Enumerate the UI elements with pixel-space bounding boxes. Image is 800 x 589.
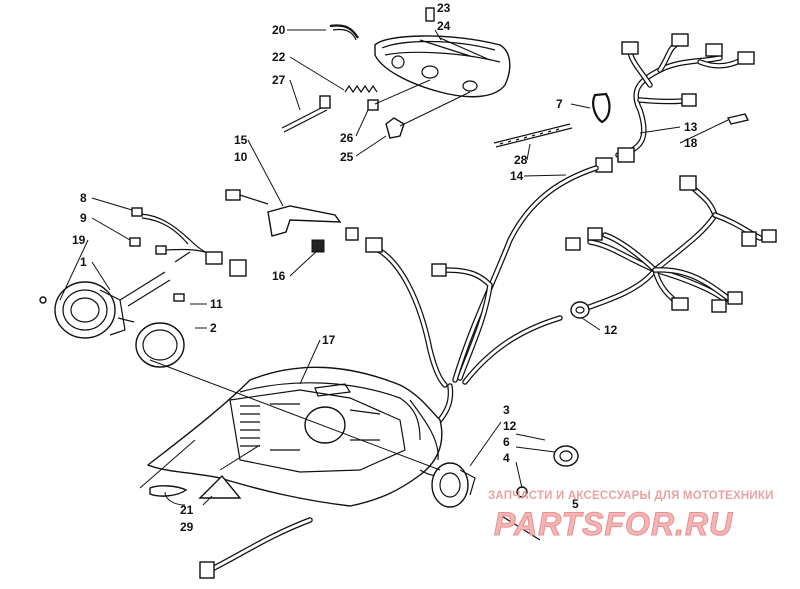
callout-7: 7 [556, 97, 563, 111]
bezel-2 [135, 322, 185, 368]
callout-15: 15 [234, 133, 248, 147]
callout-1: 1 [80, 255, 87, 269]
bracket-15 [225, 189, 359, 253]
part-27-head [319, 95, 331, 109]
part-5-shape [499, 514, 541, 541]
harness-14 [365, 165, 599, 423]
callout-25: 25 [340, 150, 354, 164]
callout-17: 17 [322, 333, 336, 347]
watermark: ЗАПЧАСТИ И АКСЕССУАРЫ ДЛЯ МОТОТЕХНИКИ PA… [488, 490, 800, 550]
part-7-clip [592, 92, 611, 124]
callout-9: 9 [80, 211, 87, 225]
decals [149, 474, 242, 499]
callout-16: 16 [272, 269, 286, 283]
part-23-shape [425, 7, 435, 22]
callout-12-right: 12 [604, 323, 618, 337]
watermark-logo: PARTSFOR.RU [493, 506, 734, 543]
callout-20: 20 [272, 23, 286, 37]
callout-11: 11 [210, 297, 223, 311]
ring-12 [553, 445, 579, 467]
callout-8: 8 [80, 191, 87, 205]
callout-24: 24 [437, 19, 451, 33]
harness-13 [595, 33, 755, 173]
harness-right [565, 175, 777, 319]
callout-labels: 20 23 24 22 27 26 25 7 13 18 28 14 15 10… [72, 1, 698, 534]
gauge-1 [39, 281, 135, 339]
callout-5: 5 [572, 497, 579, 511]
part-22-spring [344, 84, 378, 94]
part-27-bolt [281, 105, 328, 133]
headlight-assembly [374, 35, 511, 98]
part-28-cable [493, 123, 573, 148]
callout-28: 28 [514, 153, 528, 167]
callout-23: 23 [437, 1, 451, 15]
part-18-shape [726, 113, 750, 125]
part-25-socket [385, 117, 405, 139]
gauge-harness [119, 207, 247, 307]
callout-12-lower: 12 [503, 419, 517, 433]
part-20-shape [329, 24, 359, 39]
callout-13: 13 [684, 120, 698, 134]
switch-3 [431, 462, 476, 508]
callout-19: 19 [72, 233, 86, 247]
callout-3: 3 [503, 403, 510, 417]
callout-27: 27 [272, 73, 286, 87]
callout-29: 29 [180, 520, 194, 534]
callout-18: 18 [684, 136, 698, 150]
callout-21: 21 [180, 503, 194, 517]
callout-6: 6 [503, 435, 510, 449]
callout-4: 4 [503, 451, 510, 465]
bottom-wire [199, 517, 313, 579]
watermark-tagline: ЗАПЧАСТИ И АКСЕССУАРЫ ДЛЯ МОТОТЕХНИКИ [488, 490, 774, 502]
callout-22: 22 [272, 50, 286, 64]
callout-26: 26 [340, 131, 354, 145]
hood-17 [146, 366, 446, 507]
callout-14: 14 [510, 169, 524, 183]
callout-2: 2 [210, 321, 217, 335]
part-26-socket [367, 99, 379, 111]
callout-10: 10 [234, 150, 248, 164]
leader-lines [59, 29, 729, 506]
